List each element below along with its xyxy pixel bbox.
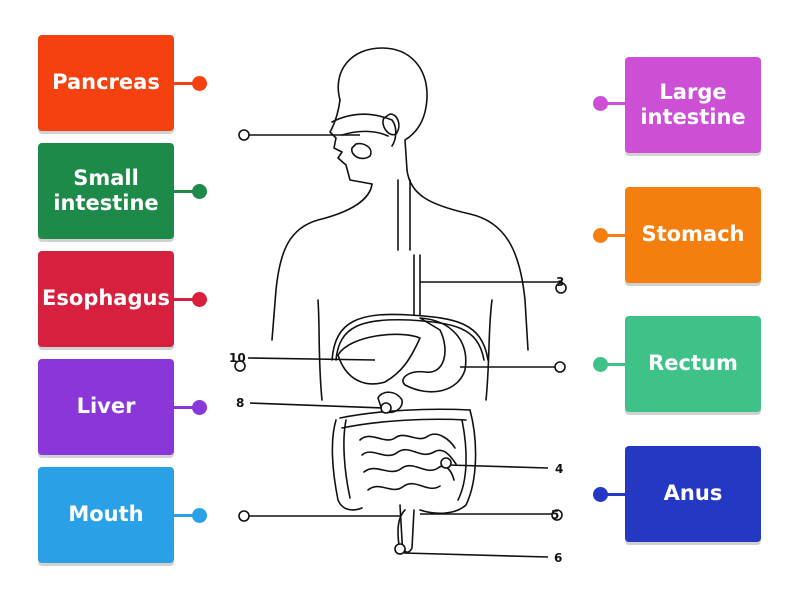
label-tile-rectum[interactable]: Rectum: [625, 316, 761, 412]
label-markers: [234, 129, 567, 558]
tile-label: Esophagus: [42, 286, 170, 311]
tile-connector: [174, 298, 198, 301]
label-point-1[interactable]: [238, 129, 250, 141]
drag-handle-stomach[interactable]: [593, 228, 608, 243]
tile-connector: [174, 82, 198, 85]
diagram-number-label: 6: [554, 551, 562, 565]
label-tile-pancreas[interactable]: Pancreas: [38, 35, 174, 131]
drag-handle-anus[interactable]: [593, 487, 608, 502]
tile-label: Pancreas: [52, 70, 160, 95]
label-point-8[interactable]: [380, 402, 392, 414]
tile-connector: [602, 102, 626, 105]
tile-connector: [602, 493, 626, 496]
label-point-2[interactable]: [554, 361, 566, 373]
diagram-number-label: 5: [551, 508, 559, 522]
drag-handle-pancreas[interactable]: [192, 76, 207, 91]
label-tile-liver[interactable]: Liver: [38, 359, 174, 455]
diagram-number-label: 8: [236, 396, 244, 410]
tile-connector: [174, 514, 198, 517]
tile-label: Mouth: [68, 502, 144, 527]
tile-label: Rectum: [648, 351, 738, 376]
label-point-3[interactable]: [555, 282, 567, 294]
diagram-number-label: 3: [556, 275, 564, 289]
label-tile-small-intestine[interactable]: Small intestine: [38, 143, 174, 239]
label-tile-large-intestine[interactable]: Large intestine: [625, 57, 761, 153]
drag-handle-rectum[interactable]: [593, 357, 608, 372]
label-tile-esophagus[interactable]: Esophagus: [38, 251, 174, 347]
drag-handle-small-intestine[interactable]: [192, 184, 207, 199]
label-tile-stomach[interactable]: Stomach: [625, 187, 761, 283]
drag-handle-large-intestine[interactable]: [593, 96, 608, 111]
label-point-7[interactable]: [238, 510, 250, 522]
label-point-10[interactable]: [234, 360, 246, 372]
label-tile-anus[interactable]: Anus: [625, 446, 761, 542]
label-point-6[interactable]: [394, 543, 406, 555]
drag-handle-liver[interactable]: [192, 400, 207, 415]
tile-label: Anus: [663, 481, 723, 506]
tile-label: Liver: [76, 394, 136, 419]
drag-handle-mouth[interactable]: [192, 508, 207, 523]
tile-label: Stomach: [641, 222, 745, 247]
tile-connector: [602, 234, 626, 237]
tile-connector: [174, 406, 198, 409]
label-tile-mouth[interactable]: Mouth: [38, 467, 174, 563]
label-point-4[interactable]: [440, 457, 452, 469]
label-point-5[interactable]: [551, 509, 563, 521]
diagram-number-label: 4: [555, 462, 563, 476]
tile-connector: [174, 190, 198, 193]
drag-handle-esophagus[interactable]: [192, 292, 207, 307]
tile-label: Large intestine: [640, 79, 746, 129]
tile-connector: [602, 363, 626, 366]
tile-label: Small intestine: [53, 165, 159, 215]
diagram-number-label: 10: [229, 351, 246, 365]
body-outline: [271, 47, 529, 553]
